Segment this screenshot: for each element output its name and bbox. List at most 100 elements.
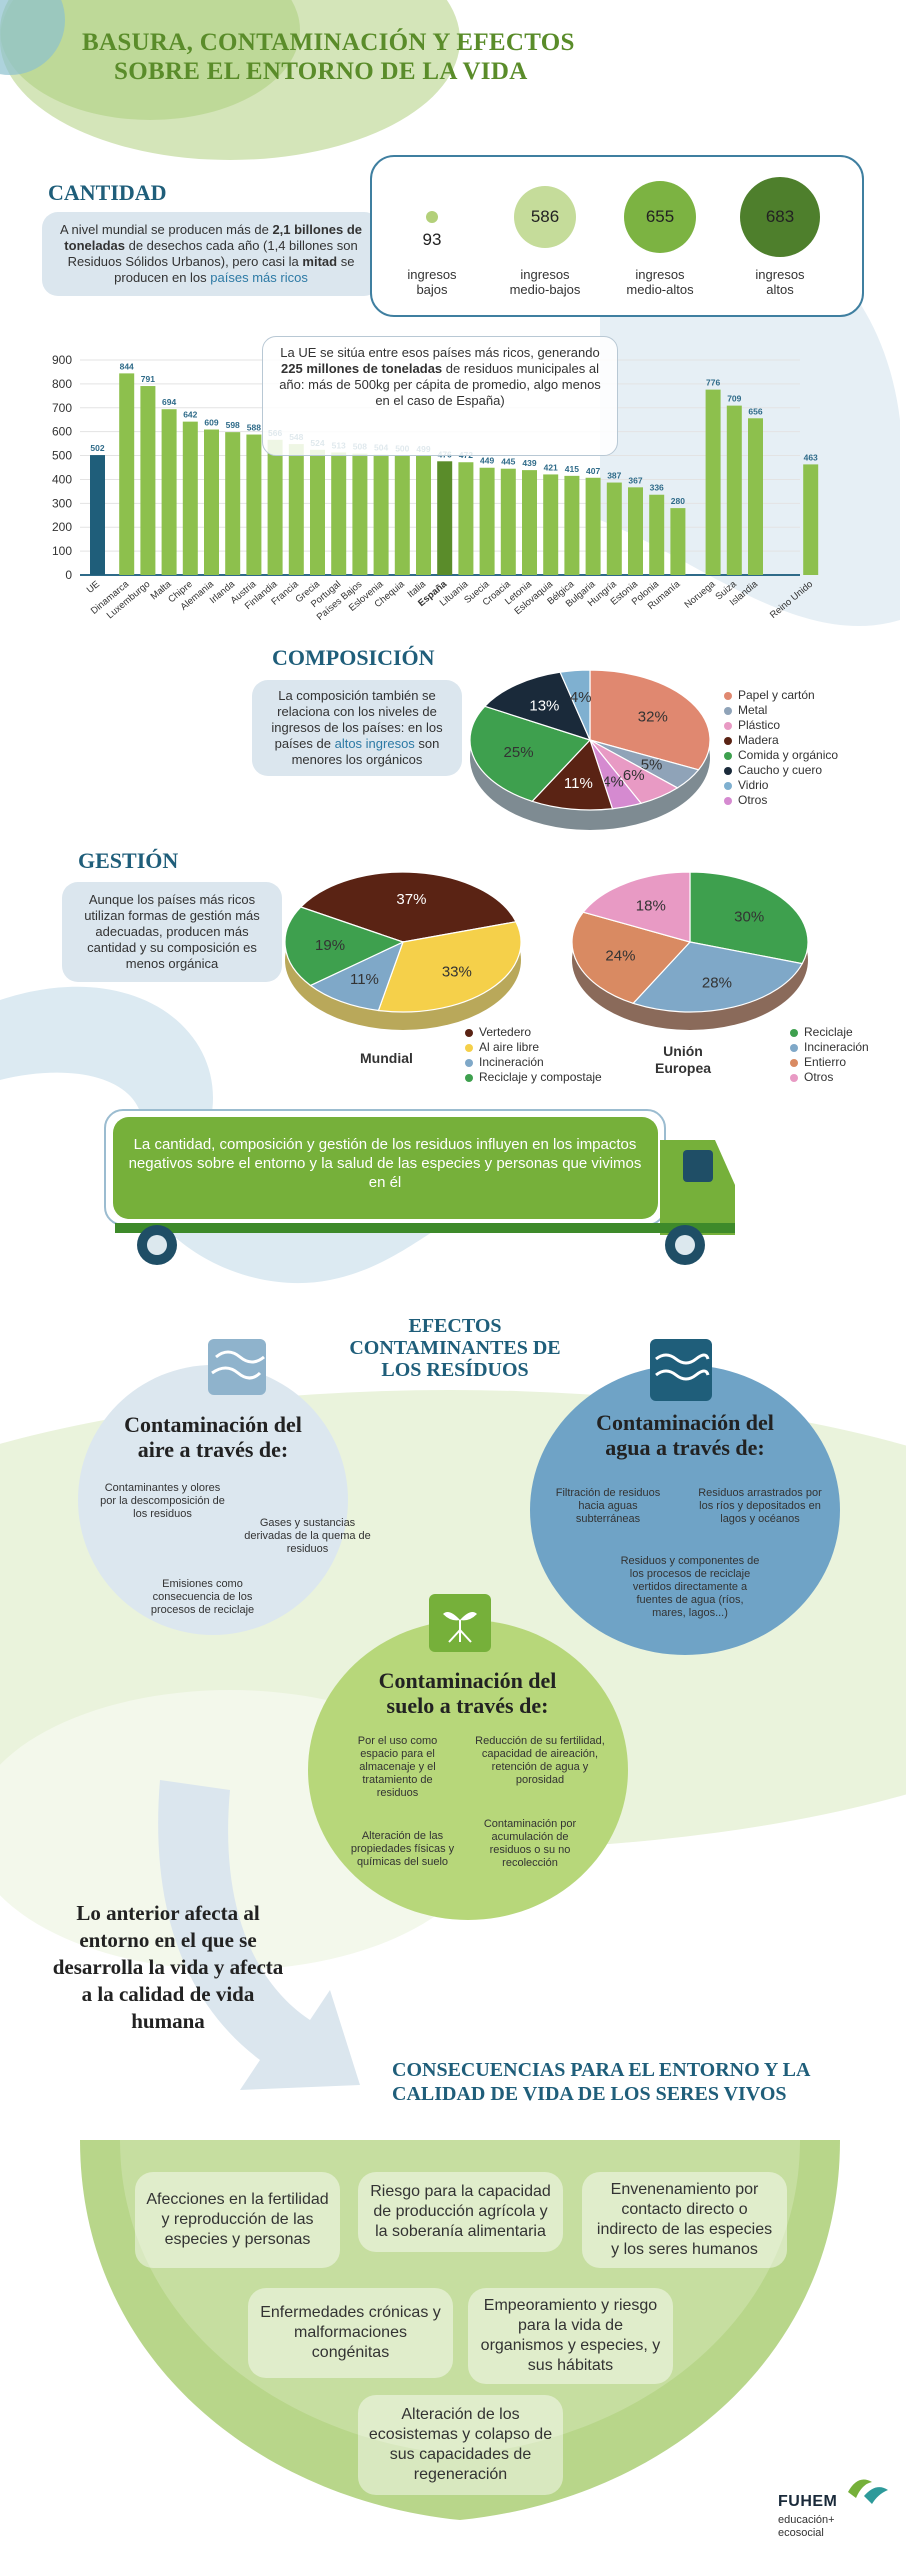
income-bubble: [426, 211, 438, 223]
suelo-item: Reducción de su fertilidad, capacidad de…: [475, 1735, 605, 1786]
mundial-label: Mundial: [360, 1050, 413, 1066]
ue-pie-chart: 30%28%24%18%: [571, 871, 809, 1030]
bar: [416, 455, 431, 575]
bar: [726, 405, 742, 575]
bar-value-label: 449: [480, 456, 494, 466]
legend-label: Madera: [738, 733, 779, 747]
legend-label: Papel y cartón: [738, 688, 815, 702]
legend-swatch: [465, 1058, 473, 1067]
gestion-title: GESTIÓN: [78, 848, 179, 873]
bar: [543, 474, 559, 575]
bar-value-label: 407: [586, 466, 600, 476]
bar: [267, 439, 283, 575]
bar: [288, 444, 304, 575]
truck-illustration: [104, 1109, 735, 1265]
bar-value-label: 656: [748, 406, 762, 416]
aire-title-line1: Contaminación del: [124, 1412, 302, 1437]
note-text: de desechos cada año (1,4 billones son R…: [67, 238, 358, 269]
legend-item: Vidrio: [724, 778, 838, 793]
y-tick-label: 200: [52, 520, 72, 534]
consecuencia-card: Afecciones en la fertilidad y reproducci…: [135, 2172, 340, 2268]
efectos-title: EFECTOS CONTAMINANTES DE LOS RESÍDUOS: [330, 1315, 580, 1381]
ue-label-line1: Unión: [663, 1043, 703, 1059]
legend-item: Madera: [724, 733, 838, 748]
legend-label: Vertedero: [479, 1025, 532, 1039]
note-text: se producen en los: [114, 254, 355, 285]
air-icon: [208, 1339, 266, 1395]
bar-value-label: 387: [607, 471, 621, 481]
pie-slice-label: 32%: [638, 709, 668, 726]
pie-slice: [571, 911, 692, 1005]
consecuencia-card: Riesgo para la capacidad de producción a…: [358, 2172, 563, 2252]
legend-label: Reciclaje y compostaje: [479, 1070, 602, 1084]
legend-item: Incineración: [465, 1055, 602, 1070]
consecuencias-title-line2: CALIDAD DE VIDA DE LOS SERES VIVOS: [392, 2083, 787, 2105]
legend-item: Plástico: [724, 718, 838, 733]
pie-slice: [309, 940, 405, 1012]
bar-value-label: 776: [706, 378, 720, 388]
legend-swatch: [790, 1028, 798, 1037]
income-bubble: [740, 177, 820, 257]
legend-label: Comida y orgánico: [738, 748, 839, 762]
bar-value-label: 588: [247, 423, 261, 433]
y-tick-label: 900: [52, 353, 72, 367]
pie-slice-label: 4%: [570, 689, 592, 706]
agua-title-line2: agua a través de:: [605, 1435, 765, 1460]
legend-label: Incineración: [479, 1055, 544, 1069]
aire-item: Gases y sustancias derivadas de la quema…: [244, 1517, 371, 1555]
bar: [479, 467, 495, 575]
income-bubble-value: 655: [645, 207, 675, 226]
legend-item: Entierro: [790, 1055, 869, 1070]
eu-note: La UE se sitúa entre esos países más ric…: [262, 336, 618, 456]
pie-slice-label: 5%: [641, 756, 663, 773]
suelo-title-line2: suelo a través de:: [386, 1693, 549, 1718]
efectos-title-line1: EFECTOS: [408, 1315, 502, 1337]
note-bold: mitad: [302, 254, 338, 269]
efectos-title-line3: LOS RESÍDUOS: [381, 1359, 529, 1381]
consecuencias-title-line1: CONSECUENCIAS PARA EL ENTORNO Y LA: [392, 2059, 811, 2081]
legend-swatch: [790, 1058, 798, 1067]
agua-item: Residuos arrastrados por los ríos y depo…: [698, 1487, 822, 1525]
pie-slice-label: 30%: [734, 908, 764, 925]
ue-label-line2: Europea: [655, 1060, 712, 1076]
footer-sub-line1: educación+: [778, 2514, 835, 2526]
legend-label: Entierro: [804, 1055, 847, 1069]
note-text: de residuos municipales al año: más de 5…: [279, 361, 601, 408]
efectos-title-line2: CONTAMINANTES DE: [349, 1337, 561, 1359]
pie-slice: [531, 738, 614, 811]
aire-item: Contaminantes y olores por la descomposi…: [100, 1482, 225, 1520]
bar: [437, 461, 453, 575]
pie-slice-label: 25%: [504, 744, 534, 761]
pie-slice: [469, 705, 592, 803]
bar: [522, 470, 537, 575]
bar-value-label: 463: [804, 452, 818, 462]
legend-item: Comida y orgánico: [724, 748, 838, 763]
bar-value-label: 609: [204, 418, 218, 428]
x-category-label: Reino Unido: [768, 579, 815, 621]
bar: [204, 429, 219, 575]
legend-item: Papel y cartón: [724, 688, 838, 703]
bar-value-label: 439: [522, 458, 536, 468]
suelo-title-line1: Contaminación del: [378, 1668, 557, 1693]
legend-item: Al aire libre: [465, 1040, 602, 1055]
page-title: BASURA, CONTAMINACIÓN Y EFECTOS SOBRE EL…: [82, 28, 602, 86]
legend-label: Incineración: [804, 1040, 869, 1054]
bar-value-label: 336: [650, 483, 664, 493]
pie-slice: [299, 871, 517, 943]
pie-slice-label: 37%: [396, 891, 426, 908]
pie-slice: [589, 669, 711, 771]
suelo-item: Contaminación por acumulación de residuo…: [483, 1818, 577, 1869]
bar: [803, 464, 819, 575]
bar: [628, 487, 643, 575]
income-bubble: [624, 181, 696, 253]
legend-item: Reciclaje: [790, 1025, 869, 1040]
bar: [748, 418, 763, 575]
pie-slice-label: 18%: [636, 897, 666, 914]
consecuencia-card: Empeoramiento y riesgo para la vida de o…: [468, 2288, 673, 2384]
note-bold: 225 millones de toneladas: [281, 361, 443, 376]
bar: [458, 462, 474, 575]
